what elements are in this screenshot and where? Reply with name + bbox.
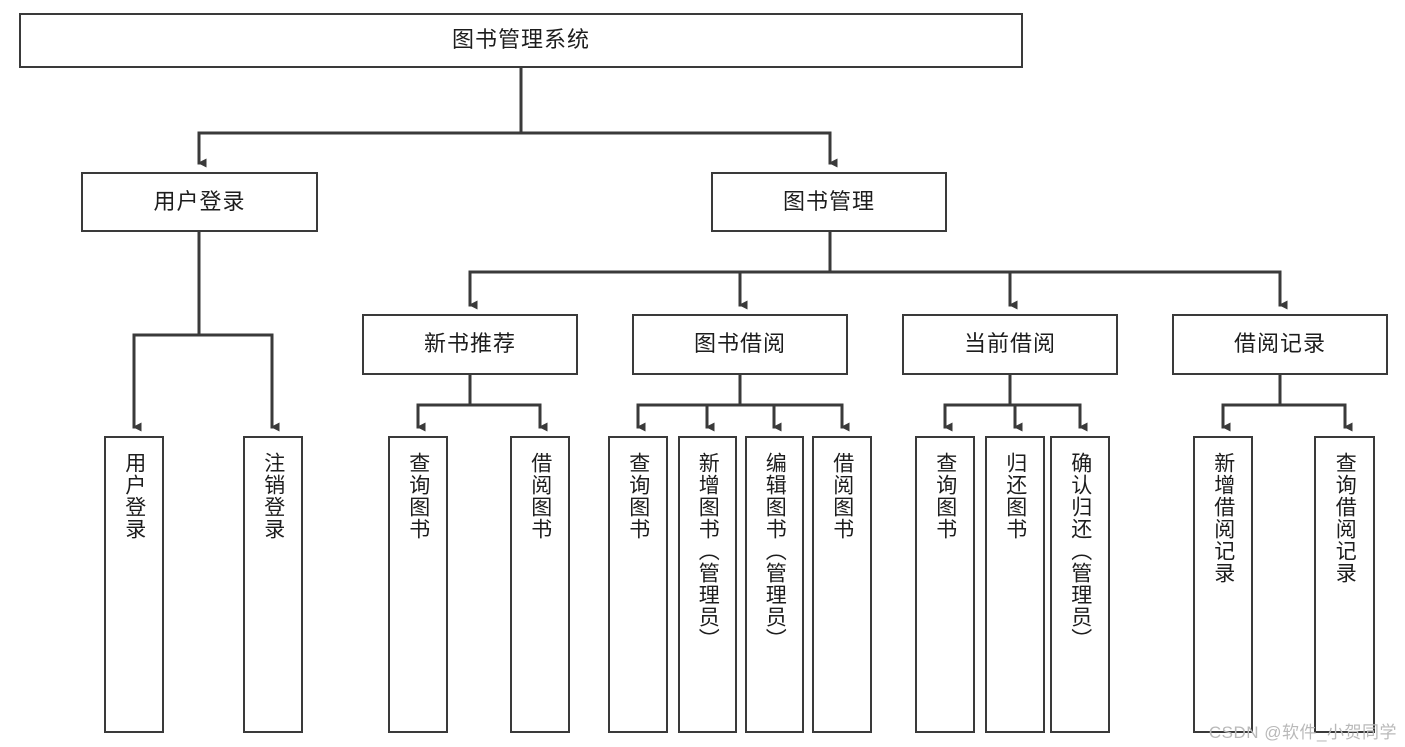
leaf-confirm-return-admin-label: 确认归还（管理员） [1068,452,1092,650]
leaf-borrow-books-borrow-label: 借阅图书 [830,452,854,540]
leaf-query-books-current-label: 查询图书 [933,452,957,540]
node-root-label: 图书管理系统 [451,27,590,53]
node-book-borrow[interactable]: 图书借阅 [632,314,848,375]
leaf-add-borrow-record[interactable]: 新增借阅记录 [1193,436,1253,733]
leaf-query-borrow-record-label: 查询借阅记录 [1333,452,1357,584]
leaf-add-borrow-record-label: 新增借阅记录 [1211,452,1235,584]
leaf-borrow-books-new[interactable]: 借阅图书 [510,436,570,733]
node-book-borrow-label: 图书借阅 [693,331,786,357]
leaf-return-books-label: 归还图书 [1003,452,1027,540]
node-current-borrow[interactable]: 当前借阅 [902,314,1118,375]
leaf-add-book-admin-label: 新增图书（管理员） [696,452,720,650]
leaf-borrow-books-borrow[interactable]: 借阅图书 [812,436,872,733]
leaf-query-books-current[interactable]: 查询图书 [915,436,975,733]
node-book-management-label: 图书管理 [782,188,875,214]
node-borrow-records[interactable]: 借阅记录 [1172,314,1388,375]
leaf-user-logout[interactable]: 注销登录 [243,436,303,733]
leaf-edit-book-admin-label: 编辑图书（管理员） [763,452,787,650]
node-borrow-records-label: 借阅记录 [1233,331,1326,357]
leaf-return-books[interactable]: 归还图书 [985,436,1045,733]
leaf-user-login-label: 用户登录 [122,452,146,540]
leaf-query-borrow-record[interactable]: 查询借阅记录 [1314,436,1375,733]
leaf-user-login[interactable]: 用户登录 [104,436,164,733]
leaf-confirm-return-admin[interactable]: 确认归还（管理员） [1050,436,1110,733]
leaf-query-books-new-label: 查询图书 [406,452,430,540]
leaf-query-books-new[interactable]: 查询图书 [388,436,448,733]
node-new-book-recommend-label: 新书推荐 [423,331,516,357]
node-user-login-label: 用户登录 [153,188,246,214]
leaf-edit-book-admin[interactable]: 编辑图书（管理员） [745,436,804,733]
node-new-book-recommend[interactable]: 新书推荐 [362,314,578,375]
node-user-login[interactable]: 用户登录 [81,172,318,232]
node-root[interactable]: 图书管理系统 [19,13,1023,68]
leaf-borrow-books-new-label: 借阅图书 [528,452,552,540]
leaf-add-book-admin[interactable]: 新增图书（管理员） [678,436,737,733]
leaf-query-books-borrow[interactable]: 查询图书 [608,436,668,733]
leaf-user-logout-label: 注销登录 [261,452,285,540]
node-book-management[interactable]: 图书管理 [711,172,947,232]
node-current-borrow-label: 当前借阅 [963,331,1056,357]
leaf-query-books-borrow-label: 查询图书 [626,452,650,540]
